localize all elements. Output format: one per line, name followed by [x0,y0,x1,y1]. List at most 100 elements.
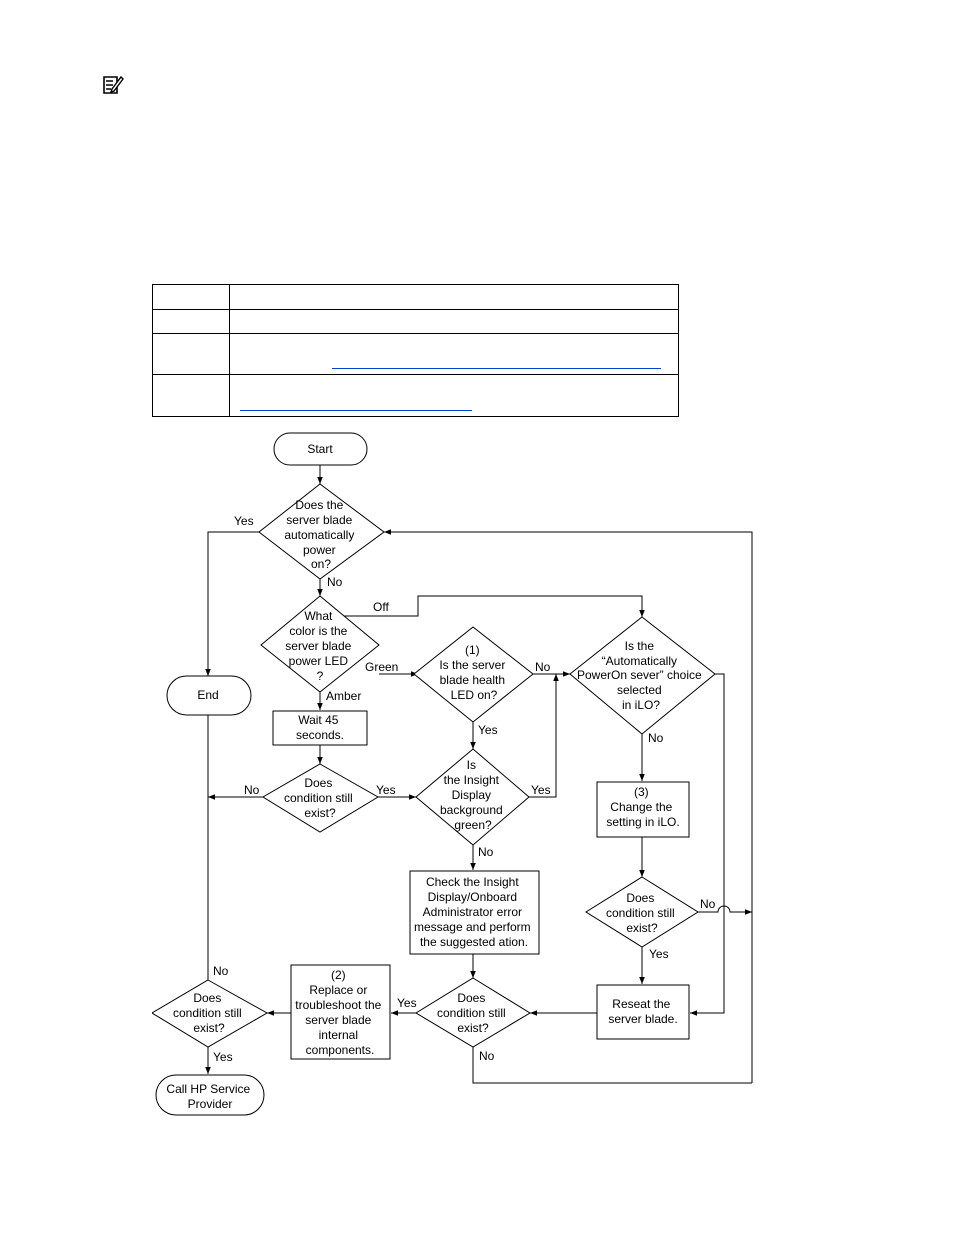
edge-label: No [535,660,551,674]
edge-label: Yes [213,1050,233,1064]
node-text: exist? [457,1021,489,1035]
node-wait: Wait 45 seconds. [272,710,368,746]
node-text: “Automatically [602,654,677,668]
node-text: Reseat the [612,997,670,1011]
svg-text:Is the “Automatically: Is the “Automatically PowerOn sever” cho… [577,639,705,712]
node-text: color is the [289,624,347,638]
edge [698,905,752,915]
node-text: power LED [289,654,349,668]
node-text: Provider [188,1097,233,1111]
node-text: automatically [284,528,354,542]
table-row [152,284,679,310]
node-text: End [197,688,218,702]
svg-text:Does the server blade: Does the server blade automatically powe… [284,498,357,571]
node-decision-condition-2: Does condition still exist? [585,876,699,948]
edge-label: No [700,897,716,911]
node-text: Start [307,442,333,456]
edge-label: Yes [376,783,396,797]
node-text: seconds. [296,728,344,742]
hyperlink[interactable] [332,368,661,369]
node-text: troubleshoot the [295,998,381,1012]
node-text: Change the [610,800,672,814]
edge [340,595,645,617]
node-text: ? [317,669,324,683]
edge-label: Yes [234,514,254,528]
node-text: condition still [284,791,353,805]
node-text: Replace or [309,983,367,997]
node-text: What [304,609,333,623]
node-text: Is the server [439,658,505,672]
node-text: server blade [305,1013,371,1027]
node-decision-condition-4: Does condition still exist? [152,979,269,1048]
node-text: selected [617,683,662,697]
node-text: exist? [626,921,658,935]
node-decision-condition-3: Does condition still exist? [415,977,531,1048]
svg-text:Does condition still: Does condition still exist? [173,991,245,1035]
node-text: Is the [625,639,655,653]
edge-label: No [327,575,343,589]
edge-label: No [478,845,494,859]
node-text: the suggested ation. [420,935,528,949]
svg-text:Does condition still: Does condition still exist? [606,891,678,935]
node-decision-auto-poweron-choice: Is the “Automatically PowerOn sever” cho… [569,616,716,735]
edge-label: No [648,731,664,745]
edge-label: No [479,1049,495,1063]
edge [472,1047,752,1084]
table-cell [152,374,230,417]
node-text: Administrator error [423,905,522,919]
node-decision-health-led: (1) Is the server blade health LED on? [413,626,534,723]
node-text: background [440,803,503,817]
node-text: (2) [331,968,346,982]
edge-label: Yes [649,947,669,961]
node-end: End [166,675,252,716]
edge-label: No [213,964,229,978]
node-text: server blade [286,513,352,527]
edge-label: No [244,783,260,797]
edge-label: Off [373,600,389,614]
svg-text:Call HP Service Provider: Call HP Service Provider [166,1082,253,1111]
node-call-hp: Call HP Service Provider [155,1074,265,1116]
node-text: condition still [606,906,675,920]
node-decision-insight-display: Is the Insight Display background green? [415,748,530,846]
node-start: Start [273,432,368,466]
edge [384,529,753,1083]
node-text: server blade [285,639,351,653]
flow-edges [205,465,753,1084]
edge [529,674,559,798]
edge-label: Green [365,660,398,674]
node-text: Does [626,891,654,905]
svg-text:(2) Replace or tro: (2) Replace or troubleshoot the server b… [295,968,384,1057]
node-replace-components: (2) Replace or troubleshoot the server b… [290,964,391,1060]
svg-text:Wait 45 seconds.: Wait 45 seconds. [296,713,344,742]
table-cell [152,284,230,310]
node-text: Is [467,758,476,772]
edge-label: Yes [478,723,498,737]
table-cell [229,374,679,417]
node-text: green? [454,818,492,832]
node-text: Call HP Service [166,1082,250,1096]
table-row [152,333,679,375]
svg-text:What color is the: What color is the server blade power LED… [285,609,354,683]
node-decision-condition-1: Does condition still exist? [262,763,379,833]
node-text: message and perform [414,920,531,934]
node-text: setting in iLO. [606,815,679,829]
node-text: internal [319,1028,358,1042]
node-text: Does the [295,498,343,512]
svg-text:Is the Insight Dis: Is the Insight Display background green? [440,758,506,832]
table-cell [229,284,679,310]
edge [205,531,259,676]
node-text: Does [304,776,332,790]
node-text: (3) [634,785,649,799]
svg-text:(3) Change the set: (3) Change the setting in iLO. [606,785,679,829]
node-text: on? [311,557,331,571]
svg-text:Start: Start [307,442,333,456]
node-change-setting: (3) Change the setting in iLO. [596,781,690,838]
hyperlink[interactable] [240,410,472,411]
node-text: exist? [304,806,336,820]
edge-label: Yes [531,783,551,797]
node-text: in iLO? [622,698,660,712]
node-text: exist? [193,1021,225,1035]
edge-label: Yes [397,996,417,1010]
node-text: the Insight [444,773,500,787]
edge-labels: Yes No Off Green Amber No Yes No Yes Yes… [213,514,716,1064]
